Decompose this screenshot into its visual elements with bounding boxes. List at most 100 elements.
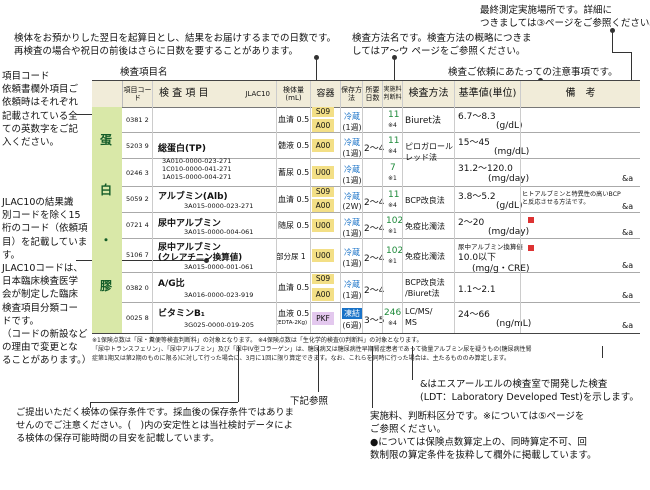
table-row: 0721 4 尿中アルブミン 3A015-0000-004-061 随尿 0.5…	[122, 213, 640, 239]
item-code: 5106 7	[126, 251, 149, 259]
fee-sub: ※4	[388, 148, 397, 155]
method: ピロガロール	[405, 142, 453, 151]
item-name-2: (クレアチニン換算値)	[158, 253, 243, 263]
fee-note: 実施料、判断料区分です。※については⑤ページを ご参照ください。 ●については保…	[370, 410, 596, 462]
jlac-note-line: の理由で変更とな	[2, 342, 78, 354]
range: 10.0以下	[458, 253, 497, 263]
fee-sub: ※4	[388, 202, 397, 209]
range: 15〜45	[458, 138, 490, 148]
remark-tag: &a	[622, 261, 634, 270]
container-top: S09	[312, 107, 334, 117]
method-2: レッド法	[405, 153, 437, 162]
range: 3.8〜5.2	[458, 192, 496, 202]
header-remarks: 備 考	[520, 81, 640, 107]
see-below-note: 下記参照	[290, 396, 329, 407]
storage-sub: (1週)	[342, 123, 362, 132]
method-2: /Biuret法	[405, 289, 440, 298]
flag-icon	[528, 217, 534, 223]
remark-tag: &a	[622, 228, 634, 237]
ldt-note-line: &はエスアールエルの検査室で開発した検査	[420, 379, 608, 390]
jlac-note-line: （コードの新設など	[2, 329, 88, 341]
item-code: 5059 2	[126, 195, 149, 203]
jlac-note-line: ることがあります。）	[2, 355, 92, 367]
item-code: 0721 4	[126, 221, 149, 229]
fee-sub: ※1	[388, 175, 397, 182]
item-name: A/G比	[158, 279, 185, 289]
item-code-note-line: ての英数字をご記	[2, 123, 79, 135]
method-note-line: してはア〜ウ ページをご参照ください。	[352, 46, 526, 57]
category-char: 白	[99, 183, 112, 197]
category-char: 蛋	[99, 133, 112, 147]
days-note: 検体をお預かりした翌日を起算日とし、結果をお届けするまでの日数です。 再検査の場…	[14, 32, 336, 58]
notice-label: 検査ご依頼にあたっての注意事項です。	[448, 67, 618, 78]
range-label: 尿中アルブミン換算値	[458, 243, 523, 251]
category-char: ・	[99, 233, 112, 247]
jlac-note-line: ドです。	[2, 315, 40, 327]
method: 免疫比濁法	[405, 222, 445, 231]
container: PKF	[312, 312, 334, 325]
jlac-note-line: JLAC10コードは、	[2, 263, 83, 275]
header-storage: 保存方法	[340, 81, 362, 107]
method: 免疫比濁法	[405, 252, 445, 261]
storage-sub: (6週)	[342, 321, 362, 330]
fee-sub: ※4	[388, 122, 397, 129]
fee-note-line: 実施料、判断料区分です。※については⑤ページを	[370, 411, 585, 422]
container: A00	[312, 139, 334, 152]
container: U00	[312, 219, 334, 232]
jlac-code: 3A010-0000-023-271	[162, 157, 232, 165]
days: 2〜4	[364, 286, 385, 296]
header-fee: 実施料判断料	[382, 81, 402, 107]
location-note-line: 最終測定実施場所です。詳細に	[480, 5, 613, 16]
remark-tag: &a	[622, 321, 634, 330]
jlac-code: 3A015-0000-004-061	[184, 228, 254, 236]
unit: (mg/dL)	[494, 147, 530, 157]
item-code-note: 項目コード 依頼書欄外項目ご 依頼時はそれぞれ 記載されている全 ての英数字をご…	[2, 70, 78, 149]
storage-note-line: せんのでご注意ください。( )内の安定性とは当社検討データによ	[16, 420, 293, 431]
fee: 11	[388, 190, 400, 200]
header-specimen: 検体量(mL)	[276, 81, 310, 107]
storage: 凍結	[342, 308, 362, 319]
item-code: 0382 0	[126, 284, 149, 292]
item-code-note-line: 依頼時はそれぞれ	[2, 97, 79, 109]
item-name: 尿中アルブミン	[158, 219, 221, 229]
method: BCP改良法	[405, 278, 445, 287]
fee-note-line: ご参照ください。	[370, 424, 447, 435]
fee: 11	[388, 110, 400, 120]
days-note-line: 検体をお預かりした翌日を起算日とし、結果をお届けするまでの日数です。	[14, 33, 337, 44]
table-row: 5106 7 尿中アルブミン (クレアチニン換算値) 3A015-0000-00…	[122, 239, 640, 274]
fee: 102	[386, 246, 404, 256]
container: U00	[312, 166, 334, 179]
specimen: 血清 0.5	[278, 283, 310, 292]
header-container: 容器	[310, 81, 340, 107]
storage: 冷蔵	[344, 280, 360, 289]
method: Biuret法	[405, 116, 441, 126]
remark: ヒトアルブミンと特異性の高いBCP	[522, 191, 621, 198]
storage: 冷蔵	[344, 248, 360, 257]
item-code: 0025 8	[126, 314, 149, 322]
jlac-code: 3G025-0000-019-205	[184, 321, 254, 329]
specimen: 血清 0.5	[278, 115, 310, 124]
item-code: 0246 3	[126, 169, 149, 177]
header-range: 基準値(単位)	[454, 81, 520, 107]
jlac-note-line: JLAC10の結果識	[2, 197, 74, 208]
jlac-code: 1A015-0000-004-271	[162, 173, 232, 181]
unit: (g/dL)	[496, 201, 523, 211]
storage: 冷蔵	[344, 165, 360, 174]
table-row: 0246 3 3A010-0000-023-271 1C010-0000-041…	[122, 157, 640, 187]
storage-note: ご提出いただく検体の保存条件です。採血後の保存条件ではありま せんのでご注意くだ…	[16, 406, 294, 445]
footnote-line: ※1保険点数は「尿・糞便等検査判断料」の対象となります。 ※4保険点数は「生化学…	[92, 337, 423, 344]
remark-tag: &a	[622, 174, 634, 183]
container: A00	[312, 199, 334, 212]
header-method: 検査方法	[402, 81, 454, 107]
jlac-note-line: 桁のコード（依頼項	[2, 223, 88, 235]
jlac-code: 3A016-0000-023-919	[184, 291, 254, 299]
storage-sub: (1週)	[342, 259, 362, 268]
fee: 102	[386, 216, 404, 226]
fee-note-line: 数制限の算定条件を抜粋して欄外に掲載しています。	[370, 450, 597, 461]
table-row: 5059 2 アルブミン(Alb) 3A015-0000-023-271 血清 …	[122, 187, 640, 213]
ldt-note-line: (LDT：Laboratory Developed Test)を示します。	[420, 392, 639, 403]
method-note: 検査方法名です。検査方法の概略につきま してはア〜ウ ページをご参照ください。	[352, 32, 532, 58]
table-header: 項目コード 検 査 項 目 JLAC10 検体量(mL) 容器 保存方法 所要日…	[92, 81, 640, 108]
item-name: ビタミンB₁	[158, 309, 205, 319]
storage-note-line: ご提出いただく検体の保存条件です。採血後の保存条件ではありま	[16, 407, 294, 418]
